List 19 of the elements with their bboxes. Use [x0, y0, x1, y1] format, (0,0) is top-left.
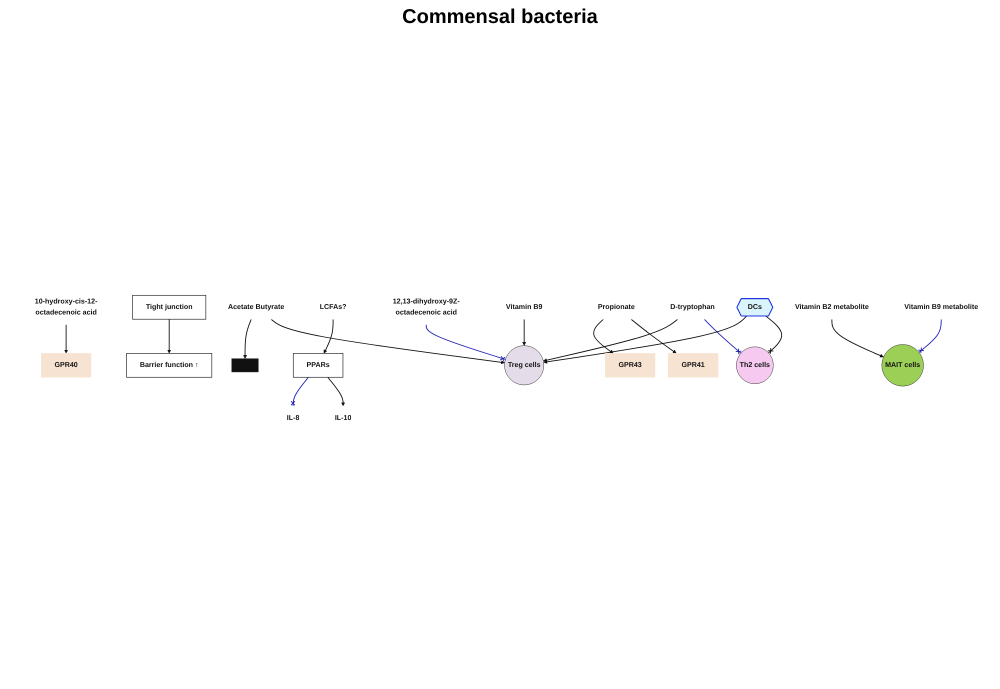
- arrow: [593, 318, 614, 354]
- arrow: [324, 318, 334, 354]
- connector: [426, 324, 506, 362]
- arrow: [831, 318, 884, 358]
- diagram-title: Commensal bacteria: [402, 6, 598, 29]
- arrow: [327, 376, 346, 406]
- arrow: [630, 318, 677, 354]
- arrow: [243, 318, 252, 359]
- arrow: [543, 318, 678, 362]
- arrow: [522, 318, 526, 346]
- connector: [918, 318, 942, 354]
- connector: [290, 376, 309, 407]
- arrow: [270, 318, 505, 364]
- connector: [765, 316, 782, 354]
- arrow: [64, 324, 68, 354]
- arrow: [167, 318, 172, 354]
- node-bar: [232, 358, 259, 372]
- arrow: [543, 316, 748, 364]
- connector: [704, 318, 742, 355]
